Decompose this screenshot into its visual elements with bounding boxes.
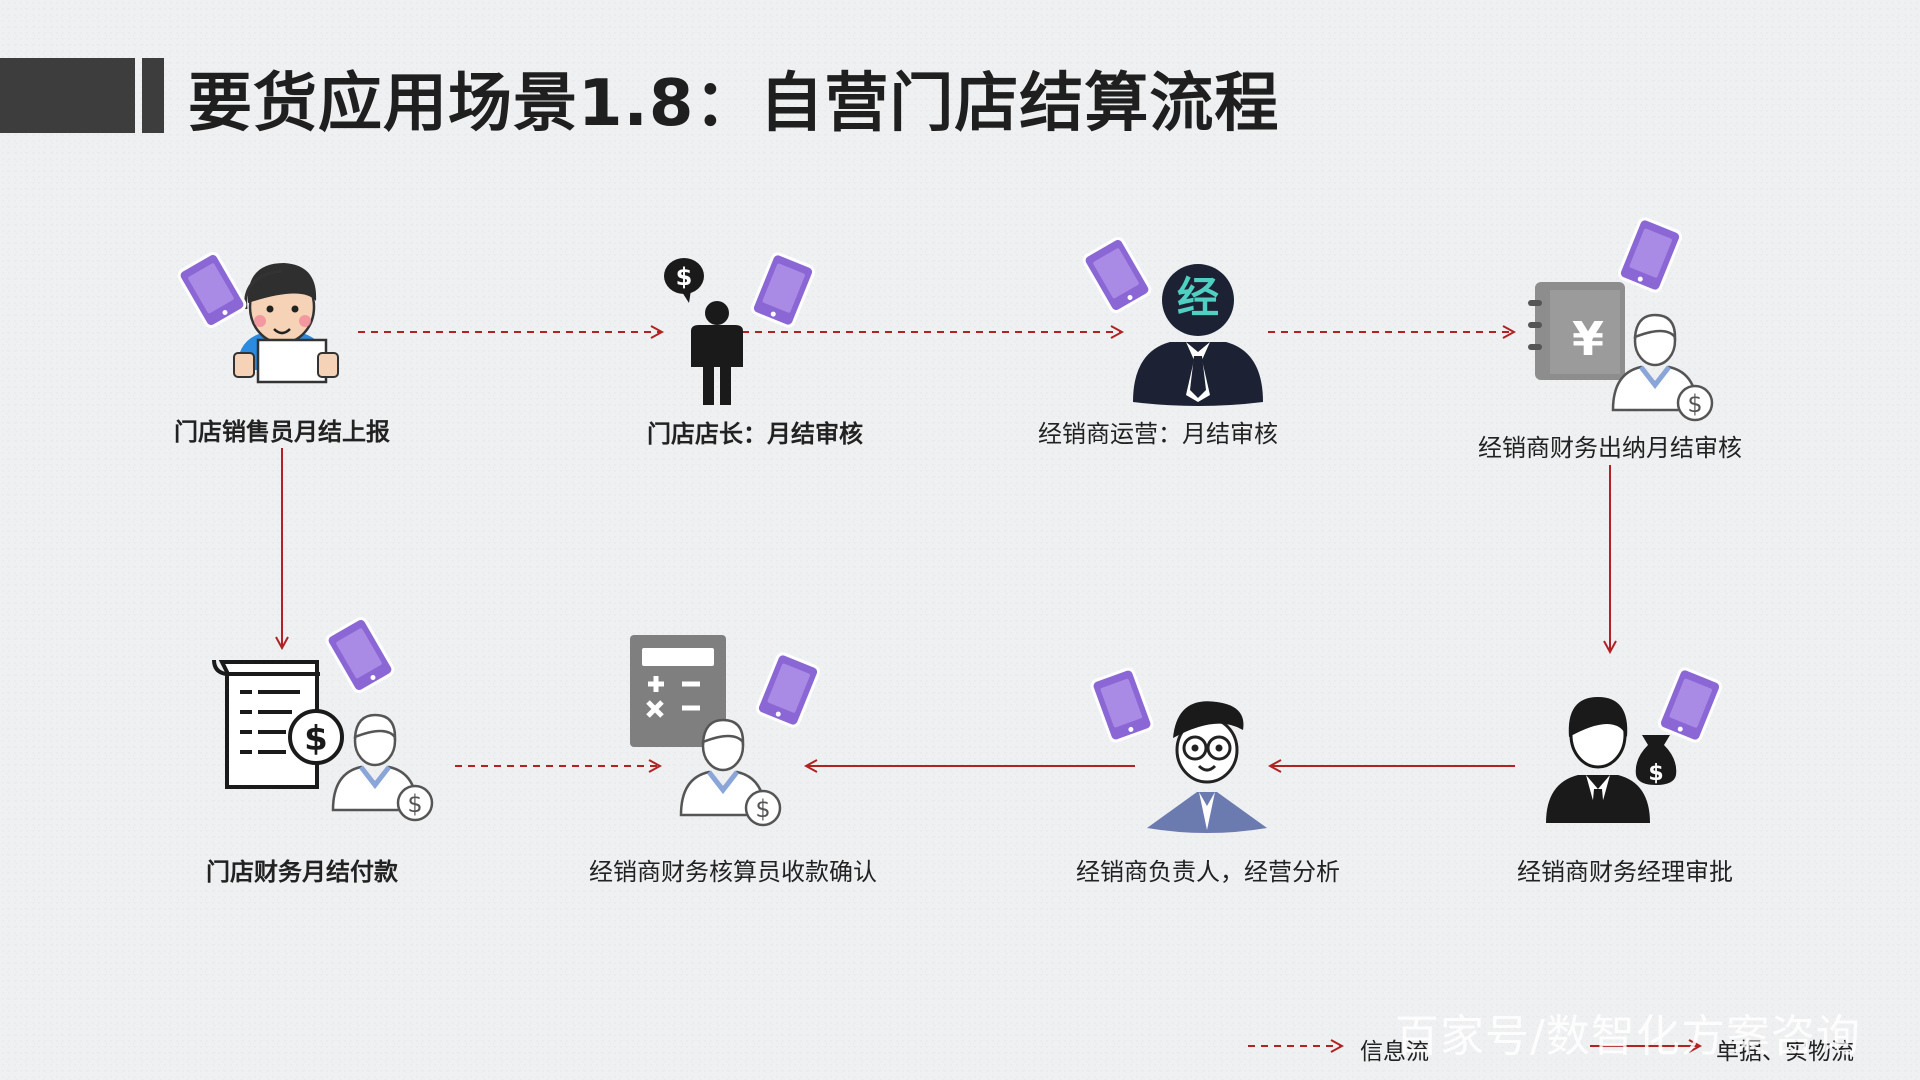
dealer-head-icon	[1147, 701, 1267, 833]
node-label-salesperson: 门店销售员月结上报	[174, 418, 390, 446]
legend-doc-flow-label: 单据、实物流	[1716, 1039, 1854, 1065]
dealer-badge-icon: 经	[1177, 273, 1219, 322]
tablet-icon-6	[1088, 665, 1156, 745]
node-label-dealer-cashier: 经销商财务出纳月结审核	[1478, 434, 1742, 462]
legend-info-flow-label: 信息流	[1360, 1039, 1429, 1065]
tablet-icon-7	[754, 650, 822, 730]
page-title: 要货应用场景1.8：自营门店结算流程	[188, 67, 1280, 141]
tablet-icon-5	[1656, 665, 1724, 745]
node-label-dealer-head: 经销商负责人，经营分析	[1076, 858, 1340, 886]
finance-dollar-icon: $	[407, 790, 422, 818]
watermark: 百家号/数智化方案咨询	[1395, 1011, 1861, 1062]
cashier-ledger-icon	[1528, 282, 1625, 380]
tablet-icon-2	[749, 250, 817, 330]
tablet-icon-4	[1616, 215, 1684, 295]
money-bag-dollar-icon: $	[1648, 761, 1663, 786]
cashier-dollar-icon: $	[1687, 390, 1702, 418]
node-label-store-finance: 门店财务月结付款	[206, 858, 398, 886]
title-accent-block	[0, 58, 135, 133]
yuan-icon: ¥	[1572, 312, 1604, 366]
invoice-dollar-icon: $	[304, 719, 328, 759]
finance-manager-icon	[1546, 697, 1650, 823]
salesperson-icon	[233, 263, 339, 384]
calculator-icon	[630, 635, 726, 747]
invoice-icon	[212, 659, 344, 789]
title-accent-stripe	[142, 58, 164, 133]
node-label-dealer-accountant: 经销商财务核算员收款确认	[589, 858, 877, 886]
accountant-dollar-icon: $	[755, 795, 770, 823]
node-label-dealer-operations: 经销商运营：月结审核	[1038, 420, 1278, 448]
dealer-operations-icon	[1133, 264, 1263, 406]
node-label-finance-manager: 经销商财务经理审批	[1517, 858, 1733, 886]
dollar-bubble-icon: $	[676, 263, 693, 291]
tablet-icon-1	[175, 249, 249, 331]
tablet-icon-8	[323, 614, 397, 696]
node-label-store-manager: 门店店长：月结审核	[647, 420, 863, 448]
money-bag-icon	[1635, 735, 1677, 785]
tablet-icon-3	[1080, 234, 1154, 316]
store-manager-icon	[664, 258, 743, 405]
